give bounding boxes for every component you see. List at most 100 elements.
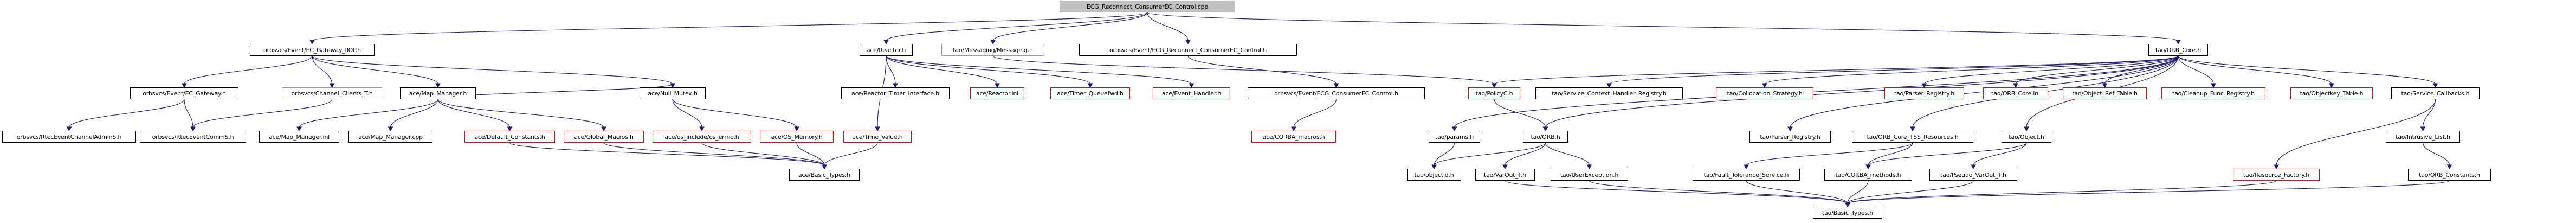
graph-node-n48[interactable]: ace/Basic_Types.h <box>789 169 860 181</box>
graph-node-n1[interactable]: orbsvcs/Event/EC_Gateway_IIOP.h <box>250 44 375 56</box>
graph-edge-arrowhead <box>1787 126 1793 132</box>
graph-node-n37[interactable]: tao/ORB_Core_TSS_Resources.h <box>1852 131 1973 143</box>
graph-node-n10[interactable]: ace/Reactor_Timer_Interface.h <box>841 87 950 99</box>
graph-edge <box>312 55 673 85</box>
graph-edge-arrowhead <box>1762 83 1767 88</box>
graph-node-n44[interactable]: tao/CORBA_methods.h <box>1824 169 1912 181</box>
graph-edge <box>1847 180 2450 204</box>
graph-edge <box>1973 142 2027 166</box>
graph-edge-arrowhead <box>995 83 1000 88</box>
graph-edge-arrowhead <box>507 126 513 132</box>
graph-node-n49[interactable]: tao/Basic_Types.h <box>1813 207 1882 219</box>
graph-node-n20[interactable]: tao/Object_Ref_Table.h <box>2063 87 2147 99</box>
graph-edge <box>1494 99 1546 128</box>
graph-edge <box>2104 55 2179 85</box>
graph-edge <box>886 55 998 85</box>
graph-edge <box>1868 142 2027 166</box>
graph-node-n39[interactable]: tao/Intrusive_List.h <box>2386 131 2460 143</box>
graph-edge-arrowhead <box>2024 126 2029 132</box>
graph-edge-arrowhead <box>2432 83 2438 88</box>
graph-node-n6[interactable]: orbsvcs/Event/EC_Gateway.h <box>130 87 238 99</box>
graph-edge-arrowhead <box>1492 83 1497 88</box>
graph-node-n36[interactable]: tao/Parser_Registry.h <box>1749 131 1831 143</box>
graph-node-n26[interactable]: ace/Map_Manager.inl <box>259 131 339 143</box>
graph-node-n27[interactable]: ace/Map_Manager.cpp <box>348 131 432 143</box>
graph-edge <box>1589 180 1848 204</box>
graph-node-n9[interactable]: ace/Null_Mutex.h <box>640 87 706 99</box>
graph-node-n47[interactable]: tao/ORB_Constants.h <box>2408 169 2491 181</box>
graph-edge <box>312 12 1148 41</box>
graph-edge <box>184 99 193 128</box>
graph-edge <box>796 142 825 166</box>
graph-edge <box>1868 142 1913 166</box>
graph-node-n38[interactable]: tao/Object.h <box>2002 131 2051 143</box>
graph-node-n21[interactable]: tao/Cleanup_Func_Registry.h <box>2161 87 2265 99</box>
graph-node-n0[interactable]: ECG_Reconnect_ConsumerEC_Control.cpp <box>1060 1 1235 12</box>
graph-edge <box>509 142 825 166</box>
graph-node-n18[interactable]: tao/Parser_Registry.h <box>1884 87 1964 99</box>
graph-edge-arrowhead <box>388 126 393 132</box>
graph-node-n41[interactable]: tao/VarOut_T.h <box>1475 169 1535 181</box>
graph-edge <box>992 55 1495 85</box>
graph-node-n22[interactable]: tao/Objectkey_Table.h <box>2290 87 2373 99</box>
graph-node-n46[interactable]: tao/Resource_Factory.h <box>2233 169 2320 181</box>
graph-edge-arrowhead <box>893 83 898 88</box>
graph-node-n12[interactable]: ace/Timer_Queuefwd.h <box>1050 87 1130 99</box>
graph-edge <box>2276 99 2436 166</box>
graph-edge-arrowhead <box>190 126 196 132</box>
graph-edge <box>2422 142 2450 166</box>
graph-edge-arrowhead <box>794 126 799 132</box>
graph-edge <box>437 99 604 128</box>
graph-edge-arrowhead <box>1291 126 1296 132</box>
graph-edge-arrowhead <box>1910 126 1915 132</box>
graph-node-n8[interactable]: ace/Map_Manager.h <box>400 87 476 99</box>
graph-edge-arrowhead <box>2274 164 2279 170</box>
graph-node-n34[interactable]: tao/params.h <box>1429 131 1480 143</box>
graph-node-n24[interactable]: orbsvcs/RtecEventChannelAdminS.h <box>2 131 136 143</box>
graph-edge-arrowhead <box>2013 83 2018 88</box>
graph-edge-arrowhead <box>1502 164 1508 170</box>
graph-edge <box>824 142 878 166</box>
graph-node-n4[interactable]: orbsvcs/Event/ECG_Reconnect_ConsumerEC_C… <box>1079 44 1297 56</box>
graph-edge <box>1187 55 1337 85</box>
graph-node-n43[interactable]: tao/Fault_Tolerance_Service.h <box>1693 169 1800 181</box>
graph-edge <box>1746 180 1848 204</box>
graph-node-n5[interactable]: tao/ORB_Core.h <box>2148 44 2208 56</box>
graph-edge <box>1434 142 1546 166</box>
graph-edge <box>1147 12 1189 41</box>
graph-node-n30[interactable]: ace/os_include/os_errno.h <box>653 131 751 143</box>
graph-node-n33[interactable]: ace/CORBA_macros.h <box>1251 131 1336 143</box>
graph-edge <box>886 55 1192 85</box>
graph-edge <box>312 55 333 85</box>
graph-node-n7[interactable]: orbsvcs/Channel_Clients_T.h <box>282 87 382 99</box>
graph-edge-arrowhead <box>435 83 441 88</box>
graph-edge <box>1609 55 2179 85</box>
graph-node-n11[interactable]: ace/Reactor.inl <box>970 87 1024 99</box>
graph-edge-arrowhead <box>329 83 335 88</box>
graph-edge-arrowhead <box>2420 126 2426 132</box>
graph-node-n16[interactable]: tao/Service_Context_Handler_Registry.h <box>1535 87 1683 99</box>
graph-node-n13[interactable]: ace/Event_Handler.h <box>1153 87 1230 99</box>
graph-node-n3[interactable]: tao/Messaging/Messaging.h <box>941 44 1044 56</box>
graph-node-n28[interactable]: ace/Default_Constants.h <box>464 131 555 143</box>
graph-node-n29[interactable]: ace/Global_Macros.h <box>564 131 644 143</box>
graph-node-n40[interactable]: tao/objectid.h <box>1407 169 1461 181</box>
graph-edge-arrowhead <box>883 40 889 45</box>
graph-node-n42[interactable]: tao/UserException.h <box>1551 169 1628 181</box>
graph-node-n45[interactable]: tao/Pseudo_VarOut_T.h <box>1929 169 2017 181</box>
graph-edge <box>1545 142 1590 166</box>
graph-edge-arrowhead <box>1586 164 1592 170</box>
graph-node-n35[interactable]: tao/ORB.h <box>1523 131 1568 143</box>
graph-node-n31[interactable]: ace/OS_Memory.h <box>760 131 834 143</box>
graph-node-n2[interactable]: ace/Reactor.h <box>860 44 913 56</box>
graph-edge <box>68 99 185 128</box>
graph-edge <box>1545 55 2179 128</box>
graph-node-n32[interactable]: ace/Time_Value.h <box>843 131 912 143</box>
graph-node-n15[interactable]: tao/PolicyC.h <box>1468 87 1520 99</box>
graph-node-n23[interactable]: tao/Service_Callbacks.h <box>2391 87 2480 99</box>
graph-node-n19[interactable]: tao/ORB_Core.inl <box>1983 87 2048 99</box>
graph-node-n14[interactable]: orbsvcs/Event/ECG_ConsumerEC_Control.h <box>1248 87 1425 99</box>
graph-edge-arrowhead <box>2175 40 2181 45</box>
graph-node-n25[interactable]: orbsvcs/RtecEventCommS.h <box>140 131 246 143</box>
graph-node-n17[interactable]: tao/Collocation_Strategy.h <box>1716 87 1813 99</box>
